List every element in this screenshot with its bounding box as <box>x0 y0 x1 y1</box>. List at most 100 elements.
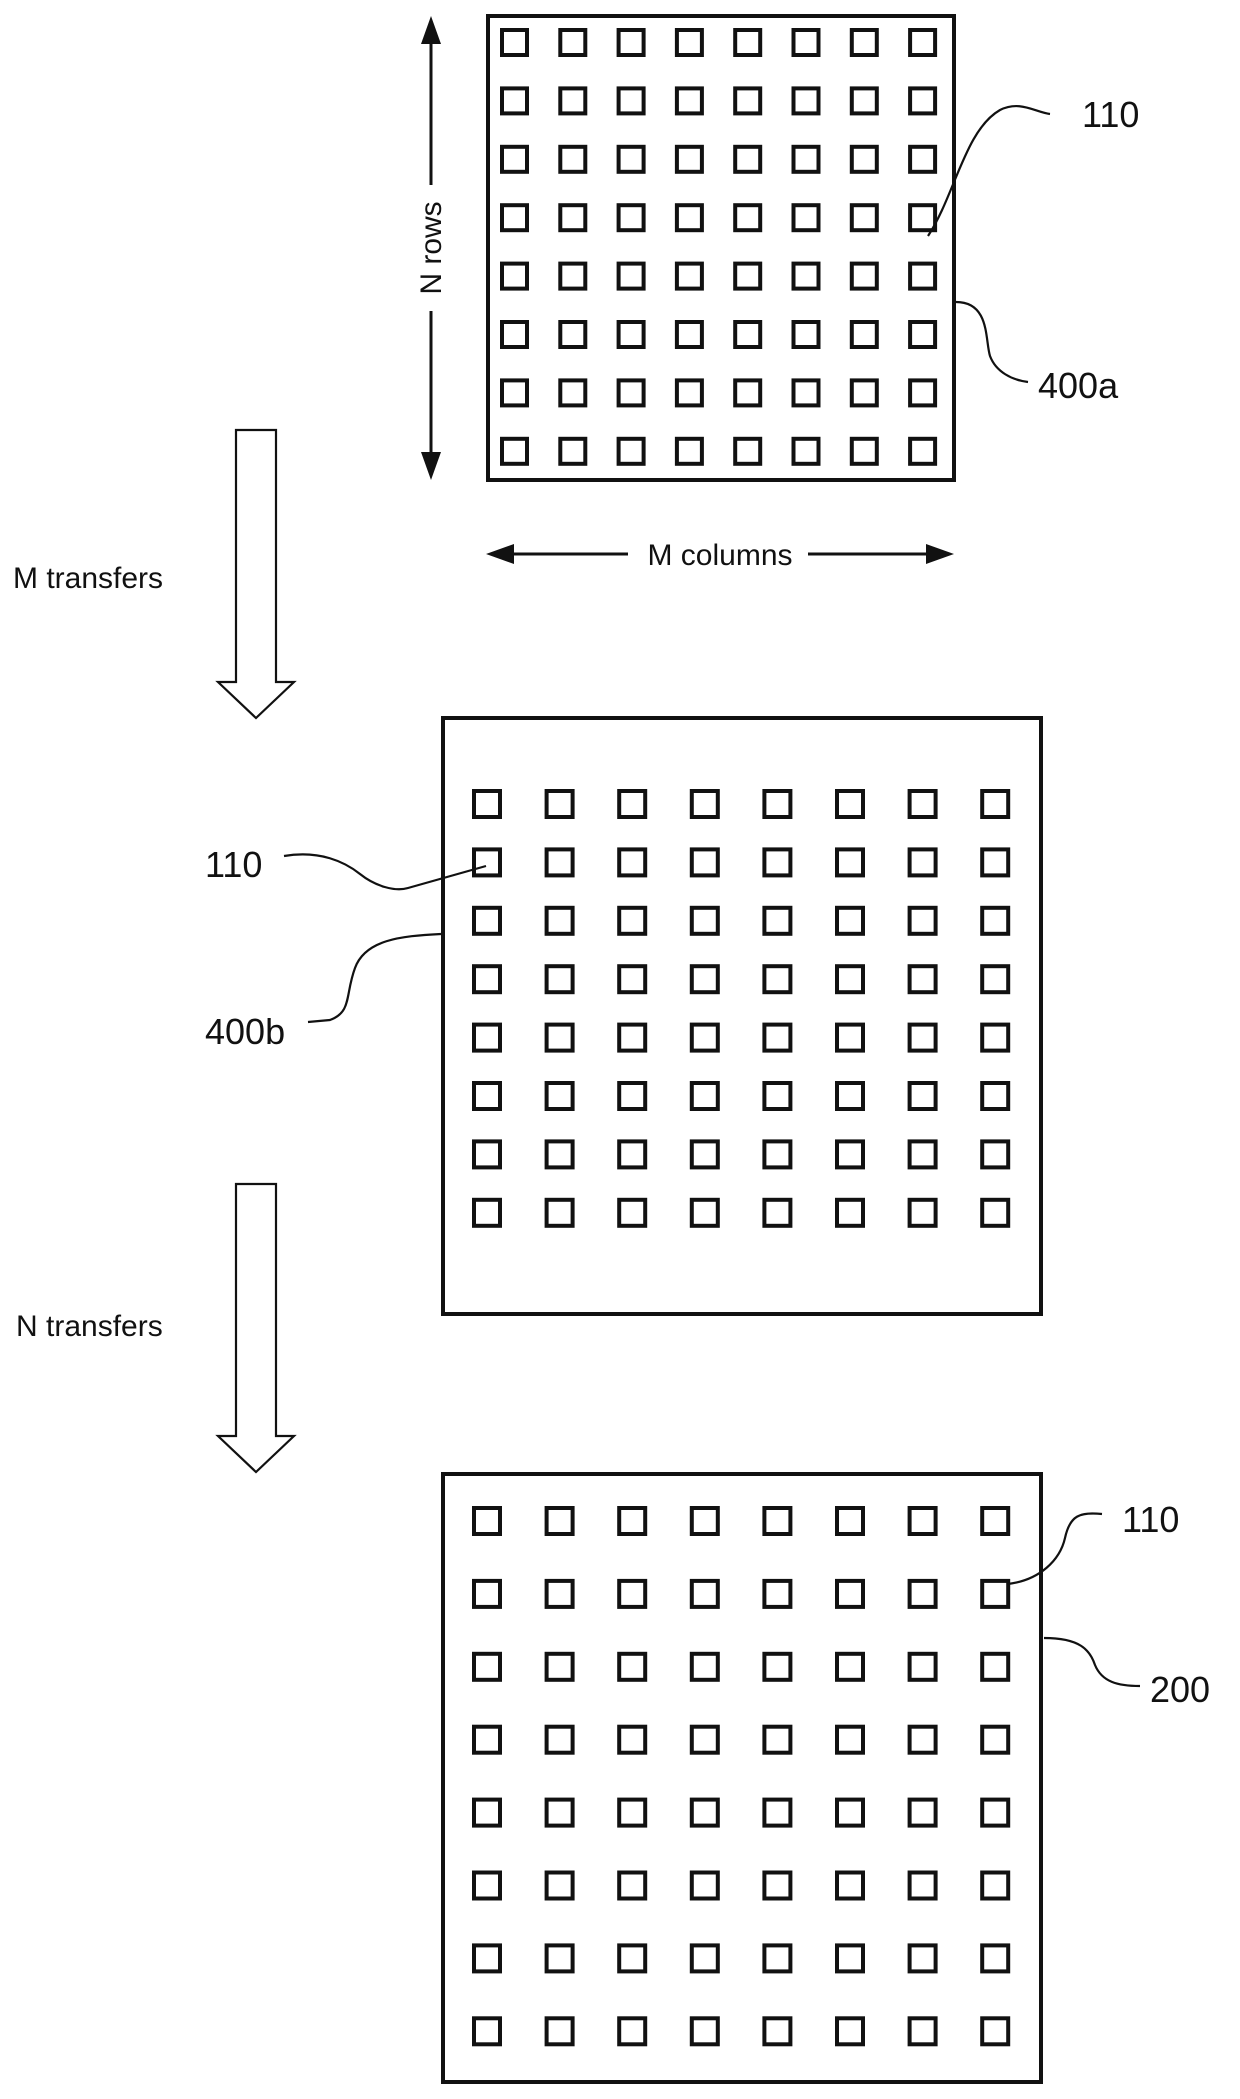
element-110-cell <box>560 30 585 55</box>
element-110-cell <box>547 1581 573 1607</box>
element-110-cell <box>692 1945 718 1971</box>
element-110-cell <box>619 380 644 405</box>
panel-400b-frame <box>443 718 1041 1314</box>
element-110-cell <box>560 322 585 347</box>
ref-label-200: 200 <box>1150 1669 1210 1710</box>
element-110-cell <box>619 849 645 875</box>
element-110-cell <box>735 439 760 464</box>
element-110-cell <box>692 908 718 934</box>
element-110-cell <box>677 88 702 113</box>
hollow-down-arrow-icon <box>218 1184 294 1472</box>
element-110-cell <box>910 849 936 875</box>
element-110-cell <box>910 1200 936 1226</box>
element-110-cell <box>547 1654 573 1680</box>
element-110-cell <box>764 1508 790 1534</box>
element-110-cell <box>794 264 819 289</box>
element-110-cell <box>474 1141 500 1167</box>
element-110-cell <box>619 1945 645 1971</box>
element-110-cell <box>560 264 585 289</box>
element-110-cell <box>910 205 935 230</box>
element-110-cell <box>474 1873 500 1899</box>
leader-400b <box>308 934 441 1022</box>
element-110-cell <box>502 30 527 55</box>
element-110-cell <box>547 1141 573 1167</box>
element-110-cell <box>837 908 863 934</box>
element-110-cell <box>982 966 1008 992</box>
element-110-cell <box>837 1654 863 1680</box>
panel-400b: 110 400b <box>205 718 1041 1314</box>
element-110-cell <box>735 264 760 289</box>
element-110-cell <box>619 1083 645 1109</box>
element-110-cell <box>692 1654 718 1680</box>
element-110-cell <box>982 1873 1008 1899</box>
element-110-cell <box>852 264 877 289</box>
element-110-cell <box>692 1200 718 1226</box>
element-110-cell <box>560 205 585 230</box>
element-110-cell <box>474 966 500 992</box>
element-110-cell <box>837 849 863 875</box>
step-1-label: M transfers <box>13 562 163 595</box>
element-110-cell <box>764 1800 790 1826</box>
element-110-cell <box>837 966 863 992</box>
ref-label-110-top: 110 <box>1082 94 1139 135</box>
element-110-cell <box>764 1083 790 1109</box>
element-110-cell <box>547 1200 573 1226</box>
element-110-cell <box>910 1727 936 1753</box>
element-110-cell <box>982 791 1008 817</box>
element-110-cell <box>764 1581 790 1607</box>
element-110-cell <box>619 2018 645 2044</box>
element-110-cell <box>547 1873 573 1899</box>
element-110-cell <box>502 439 527 464</box>
element-110-cell <box>502 322 527 347</box>
columns-label: M columns <box>647 539 792 572</box>
element-110-cell <box>910 2018 936 2044</box>
element-110-cell <box>982 1083 1008 1109</box>
element-110-cell <box>560 439 585 464</box>
hollow-down-arrow-icon <box>218 430 294 718</box>
element-110-cell <box>692 966 718 992</box>
leader-400a <box>956 302 1028 382</box>
element-110-cell <box>560 380 585 405</box>
element-110-cell <box>692 1800 718 1826</box>
element-110-cell <box>982 1508 1008 1534</box>
element-110-cell <box>910 322 935 347</box>
element-110-cell <box>547 1727 573 1753</box>
element-110-cell <box>837 1727 863 1753</box>
element-110-cell <box>560 147 585 172</box>
element-110-cell <box>547 908 573 934</box>
element-110-cell <box>910 1141 936 1167</box>
element-110-cell <box>619 88 644 113</box>
element-110-cell <box>794 30 819 55</box>
ref-label-110-bottom: 110 <box>1122 1499 1179 1540</box>
element-110-cell <box>560 88 585 113</box>
element-110-cell <box>982 908 1008 934</box>
element-110-cell <box>547 791 573 817</box>
element-110-cell <box>837 1200 863 1226</box>
element-110-cell <box>474 1025 500 1051</box>
element-110-cell <box>764 966 790 992</box>
element-110-cell <box>619 205 644 230</box>
element-110-cell <box>474 1083 500 1109</box>
element-110-cell <box>764 1200 790 1226</box>
element-110-cell <box>619 1654 645 1680</box>
step-2-transfer: N transfers <box>16 1184 294 1472</box>
element-110-cell <box>474 791 500 817</box>
element-110-cell <box>474 908 500 934</box>
element-110-cell <box>619 791 645 817</box>
element-110-cell <box>852 439 877 464</box>
element-110-cell <box>547 1083 573 1109</box>
element-110-cell <box>982 1945 1008 1971</box>
element-110-cell <box>837 791 863 817</box>
element-110-cell <box>837 1581 863 1607</box>
element-110-cell <box>474 1945 500 1971</box>
element-110-cell <box>735 30 760 55</box>
element-110-cell <box>619 1727 645 1753</box>
ref-label-400a: 400a <box>1038 365 1119 406</box>
element-110-cell <box>982 1727 1008 1753</box>
element-110-cell <box>619 30 644 55</box>
element-110-cell <box>764 1873 790 1899</box>
element-110-cell <box>474 1200 500 1226</box>
element-110-cell <box>764 1025 790 1051</box>
element-110-cell <box>910 1025 936 1051</box>
